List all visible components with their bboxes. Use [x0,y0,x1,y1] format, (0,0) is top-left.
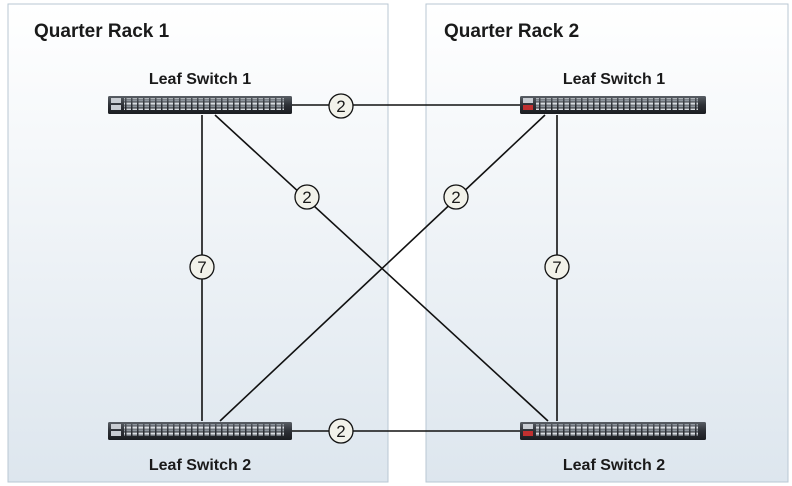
quarter-rack-2-title: Quarter Rack 2 [444,21,579,42]
link-count-rack1-vertical: 7 [197,258,206,277]
rack1-leaf-switch-2-label: Leaf Switch 2 [149,457,251,474]
link-cross-r2-leaf1-to-r1-leaf2 [219,114,546,422]
link-count-rack2-vertical: 7 [552,258,561,277]
link-count-badge-top: 2 [328,93,354,119]
link-count-top: 2 [336,97,345,116]
link-count-cross-r1-to-r2: 2 [302,188,311,207]
link-count-bottom: 2 [336,422,345,441]
quarter-rack-2-panel [425,3,789,483]
rack1-leaf-switch-1-device [108,96,292,114]
link-count-cross-r2-to-r1: 2 [451,188,460,207]
link-count-badge-bottom: 2 [328,418,354,444]
rack2-leaf-switch-1-device [520,96,706,114]
rack2-leaf-switch-2-device [520,422,706,440]
link-count-badge-rack1-vertical: 7 [189,254,215,280]
quarter-rack-1-panel [7,3,389,483]
link-count-badge-cross-r1-to-r2: 2 [294,184,320,210]
rack1-leaf-switch-2-device [108,422,292,440]
link-count-badge-cross-r2-to-r1: 2 [443,184,469,210]
rack2-leaf-switch-1-label: Leaf Switch 1 [563,71,665,88]
link-count-badge-rack2-vertical: 7 [544,254,570,280]
rack2-leaf-switch-2-label: Leaf Switch 2 [563,457,665,474]
rack1-leaf-switch-1-label: Leaf Switch 1 [149,71,251,88]
quarter-rack-1-title: Quarter Rack 1 [34,21,170,42]
